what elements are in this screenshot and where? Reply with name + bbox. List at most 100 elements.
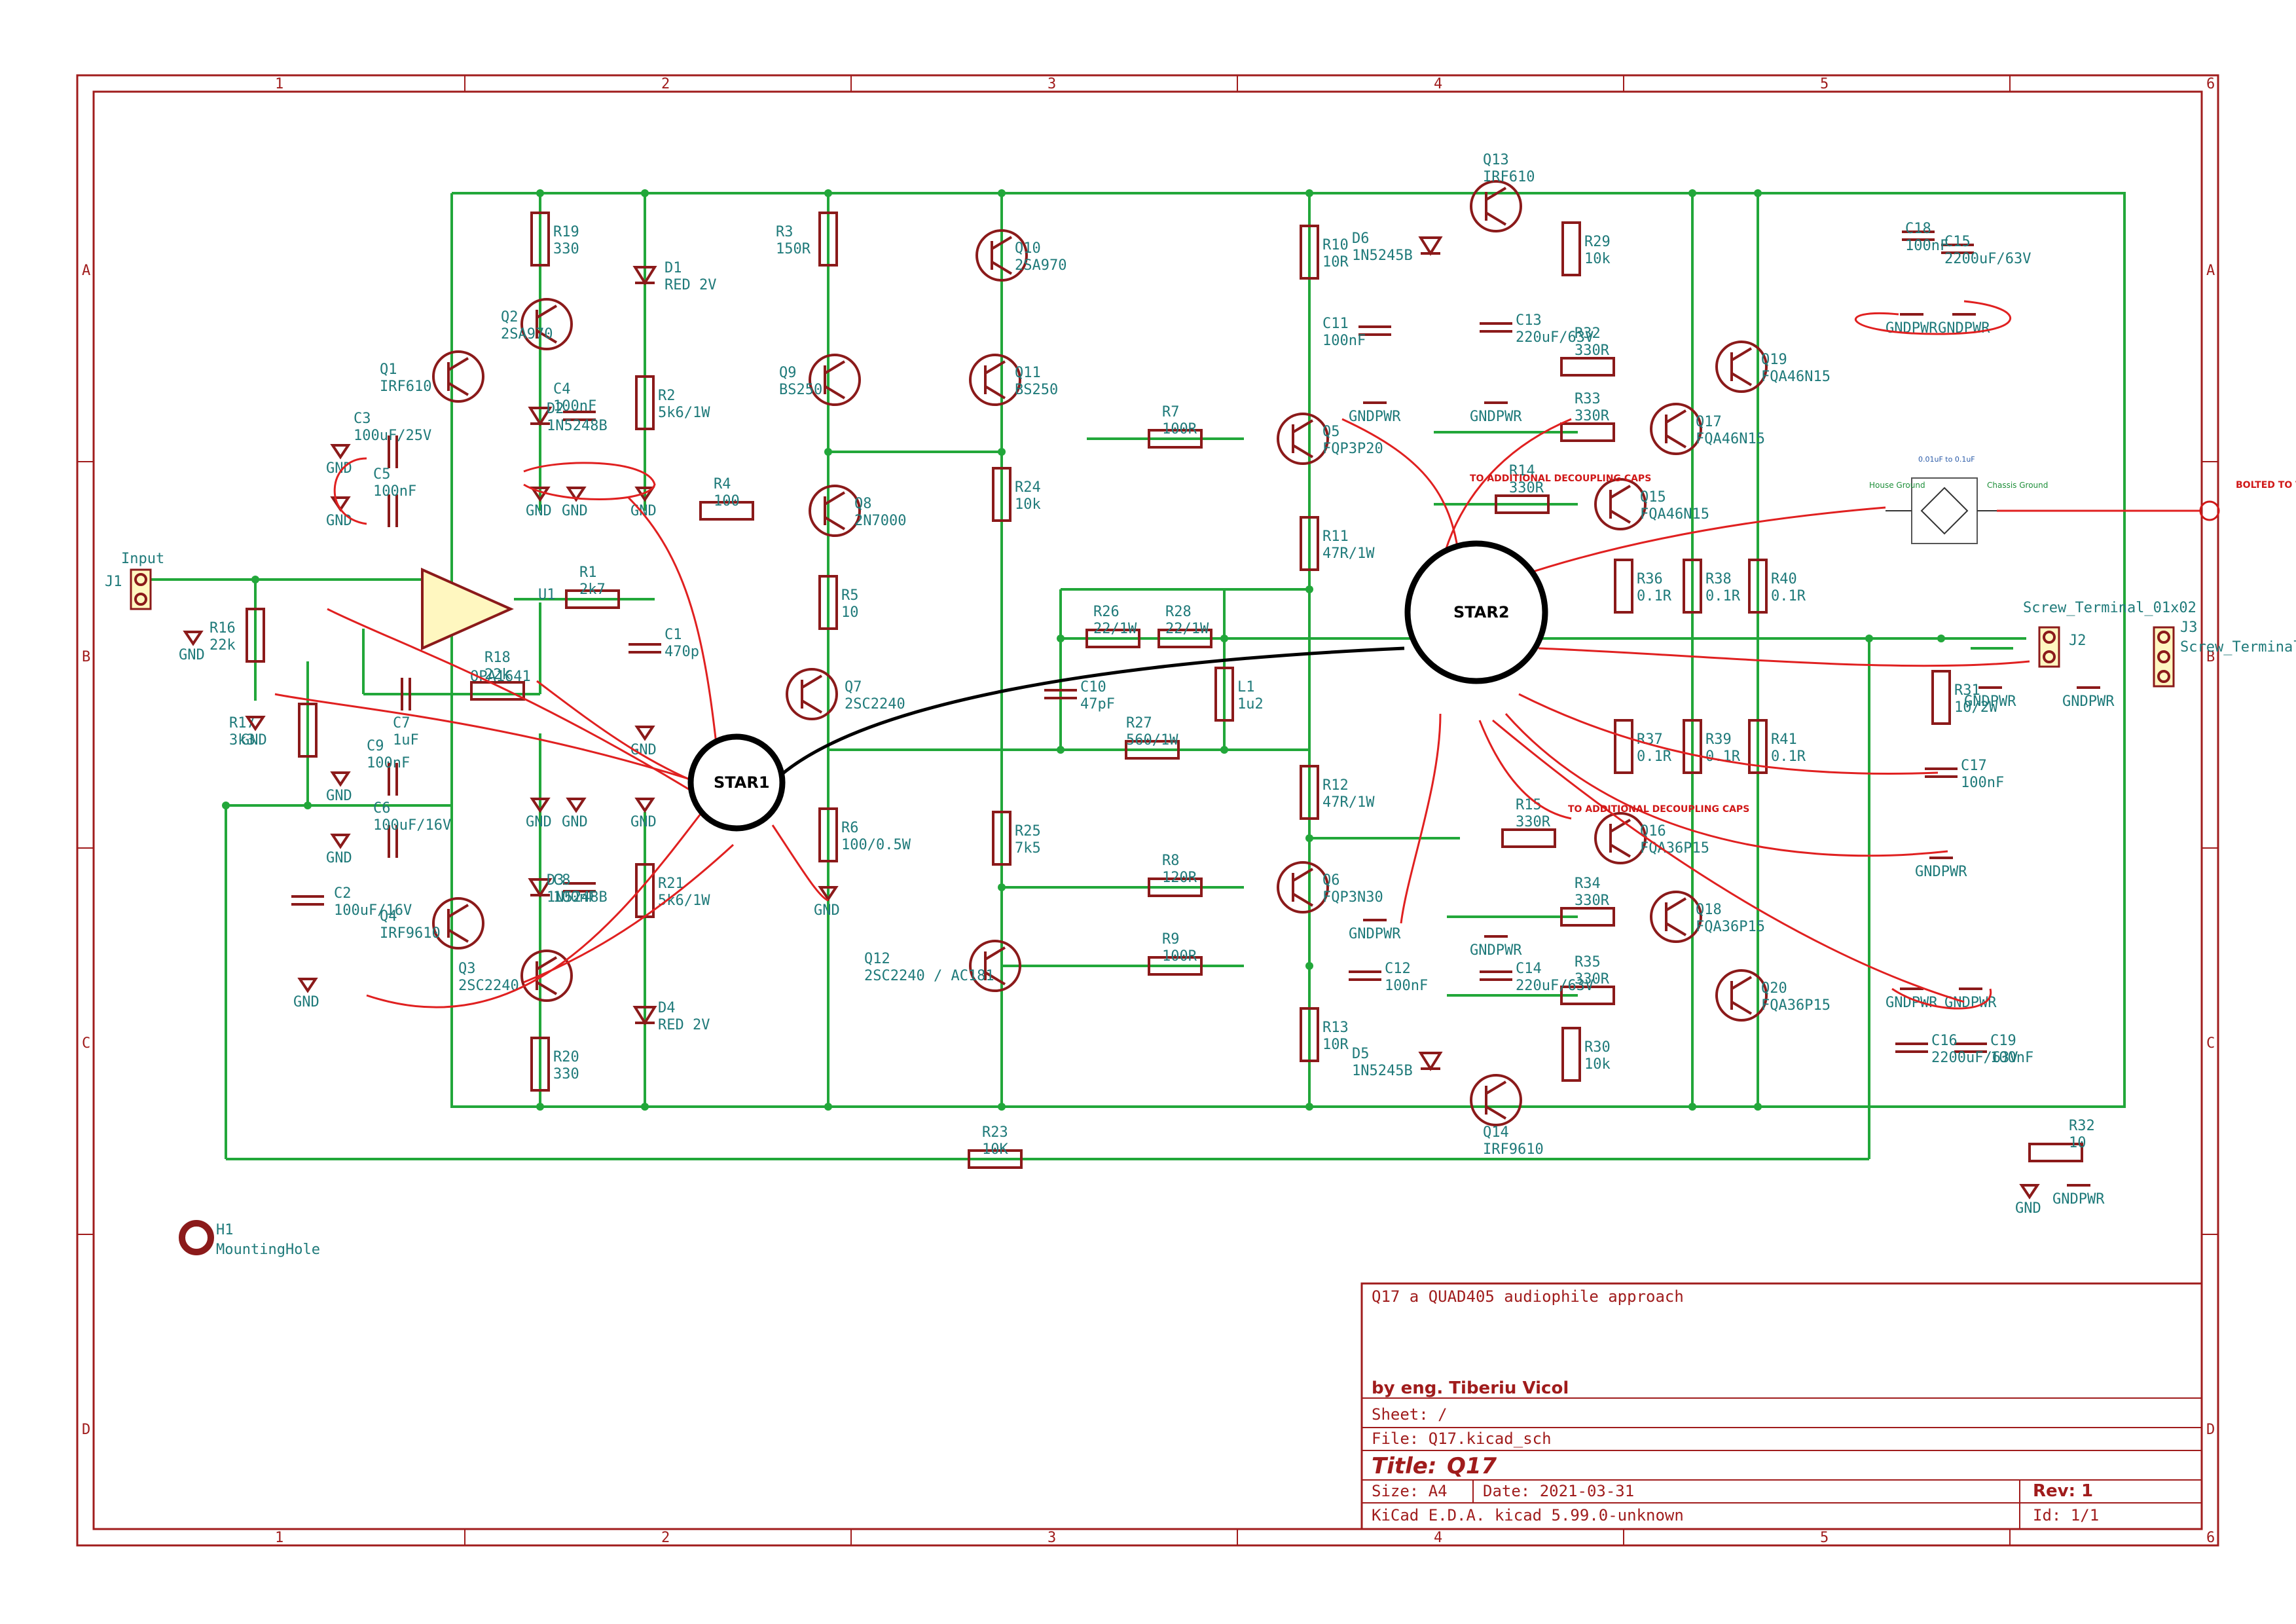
- resistor-r3: [818, 212, 838, 267]
- resistor-r25: [992, 811, 1011, 866]
- value-r29: 10k: [1584, 251, 1611, 267]
- j1-value: Input: [121, 551, 164, 567]
- ref-q12: Q12: [864, 951, 890, 967]
- value-r32b: 10: [2069, 1135, 2086, 1151]
- value-q8: 2N7000: [854, 513, 906, 529]
- ref-r2: R2: [658, 388, 676, 404]
- ref-c14: C14: [1516, 961, 1542, 977]
- transistor-q6: [1277, 861, 1329, 913]
- ref-r11: R11: [1322, 528, 1349, 545]
- ref-c18: C18: [1905, 221, 1931, 237]
- junctions: [222, 189, 1945, 1111]
- ref-r40: R40: [1771, 571, 1797, 587]
- capacitor-c1: [629, 643, 661, 654]
- transistor-q19: [1715, 341, 1768, 393]
- value-r19: 330: [553, 241, 579, 257]
- ref-r32b: R32: [2069, 1118, 2095, 1134]
- gnd-label: GND: [293, 994, 319, 1010]
- ref-r26: R26: [1093, 604, 1120, 620]
- resistor-r14: [1495, 494, 1550, 514]
- sheet-size: Size: A4: [1372, 1482, 1448, 1500]
- value-q10: 2SA970: [1015, 257, 1066, 274]
- capacitor-c4: [563, 411, 596, 421]
- gnd-symbol: GND: [562, 798, 588, 830]
- ref-r13: R13: [1322, 1020, 1349, 1036]
- ref-r14: R14: [1509, 463, 1535, 479]
- outer-frame: [76, 74, 2219, 1547]
- value-c11: 100nF: [1322, 333, 1366, 349]
- ref-r38: R38: [1705, 571, 1732, 587]
- decoupling-label-bottom: TO ADDITIONAL DECOUPLING CAPS: [1568, 804, 1749, 815]
- gnd-label: GND: [241, 732, 267, 748]
- resistor-r15: [1501, 828, 1556, 848]
- transistor-q17: [1650, 403, 1702, 455]
- capacitor-c14: [1480, 970, 1512, 981]
- grid-row-label: C: [82, 1035, 90, 1052]
- gnd-symbol: GND: [562, 487, 588, 519]
- value-q1: IRF610: [380, 378, 431, 395]
- resistor-r24: [992, 467, 1011, 522]
- resistor-r33: [1560, 422, 1615, 442]
- ref-c12: C12: [1385, 961, 1411, 977]
- ref-r32: R32: [1575, 325, 1601, 342]
- star2-node: STAR2: [1404, 540, 1548, 684]
- resistor-r9: [1148, 956, 1203, 976]
- capacitor-c2: [291, 895, 324, 906]
- value-c14: 220uF/63V: [1516, 978, 1594, 994]
- capacitor-c18: [1902, 231, 1935, 241]
- resistor-r12: [1300, 765, 1319, 820]
- ref-r12: R12: [1322, 777, 1349, 794]
- tool-version: KiCad E.D.A. kicad 5.99.0-unknown: [1372, 1506, 1684, 1524]
- gnd-symbol: GND: [630, 726, 657, 758]
- ref-q14: Q14: [1483, 1124, 1509, 1141]
- file-name: File: Q17.kicad_sch: [1372, 1430, 1552, 1448]
- ref-q18: Q18: [1696, 902, 1722, 918]
- transistor-q11: [969, 354, 1021, 406]
- value-q11: BS250: [1015, 382, 1058, 398]
- resistor-r34: [1560, 907, 1615, 927]
- ref-r15: R15: [1516, 797, 1542, 813]
- capacitor-c8: [563, 882, 596, 893]
- ref-r36: R36: [1637, 571, 1663, 587]
- gndpwr-symbol: GNDPWR: [1470, 401, 1522, 425]
- ref-r7: R7: [1162, 404, 1180, 420]
- resistor-r2: [635, 375, 655, 430]
- gndpwr-label: GNDPWR: [1886, 995, 1938, 1011]
- value-r13: 10R: [1322, 1037, 1349, 1053]
- value-r31: 10/2W: [1954, 699, 1998, 716]
- ref-q11: Q11: [1015, 365, 1041, 381]
- ref-r18: R18: [484, 650, 511, 666]
- value-q19: FQA46N15: [1761, 369, 1831, 385]
- capacitor-c6: [388, 825, 398, 858]
- value-q20: FQA36P15: [1761, 997, 1831, 1014]
- ref-r41: R41: [1771, 731, 1797, 748]
- ref-r39: R39: [1705, 731, 1732, 748]
- value-r34: 330R: [1575, 893, 1610, 909]
- mounting-hole-h1: H1 MountingHole: [179, 1220, 320, 1258]
- value-c3: 100uF/25V: [354, 428, 431, 444]
- gndpwr-symbol: GNDPWR: [1915, 857, 1967, 880]
- value-c17: 100nF: [1961, 775, 2004, 791]
- resistor-r32b: [2028, 1143, 2083, 1162]
- resistor-r11: [1300, 516, 1319, 571]
- decoupling-label-top: TO ADDITIONAL DECOUPLING CAPS: [1470, 473, 1651, 484]
- value-r26: 22/1W: [1093, 621, 1137, 637]
- value-r32: 330R: [1575, 342, 1610, 359]
- ref-r3: R3: [776, 224, 793, 240]
- transistor-q14: [1470, 1074, 1522, 1126]
- resistor-l1: [1214, 667, 1234, 722]
- gndpwr-symbol: GNDPWR: [2062, 686, 2115, 710]
- ref-r23: R23: [982, 1124, 1008, 1141]
- ref-r19: R19: [553, 224, 579, 240]
- gndpwr-label: GNDPWR: [1349, 926, 1401, 942]
- ref-d1: D1: [665, 260, 682, 276]
- value-r28: 22/1W: [1165, 621, 1209, 637]
- transistor-q3: [520, 950, 573, 1002]
- diode-d1: [632, 266, 657, 286]
- value-c7: 1uF: [393, 732, 419, 748]
- transistor-q12: [969, 940, 1021, 992]
- resistor-r26: [1085, 629, 1140, 648]
- ref-r27: R27: [1126, 715, 1152, 731]
- gnd-label: GND: [326, 788, 352, 804]
